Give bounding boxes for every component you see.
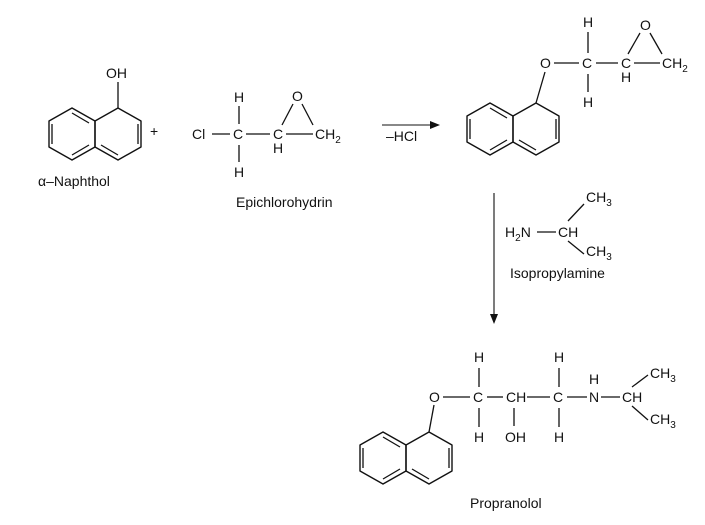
epi-c1-atom: C (233, 126, 243, 142)
naphthol-name: α–Naphthol (38, 173, 110, 189)
intermediate-ring-right (512, 102, 560, 156)
propranolol-c3-h-bottom: H (554, 429, 564, 445)
intermediate-c1-h-bottom: H (583, 94, 593, 110)
propranolol-ether-o: O (429, 389, 440, 405)
isopropylamine-h2n-group: H2N (505, 224, 531, 244)
epichlorohydrin-structure: Cl C H H C H O CH2 (192, 88, 341, 180)
epi-epoxide-o: O (292, 88, 303, 104)
propranolol-ring-right (405, 431, 453, 485)
step1-condition: –HCl (386, 128, 417, 144)
propranolol-c3-h-top: H (554, 349, 564, 365)
propranolol-oh-group: OH (505, 429, 526, 445)
propranolol-n-atom: N (589, 389, 599, 405)
propranolol-c1-atom: C (473, 389, 483, 405)
isopropylamine-ch-group: CH (558, 224, 578, 240)
epichlorohydrin-name: Epichlorohydrin (236, 194, 333, 210)
propranolol-ch3-bottom: CH3 (650, 411, 676, 431)
intermediate-ether-o: O (540, 55, 551, 71)
naphthol-ring-right (94, 107, 142, 161)
intermediate-epoxide-o: O (640, 17, 651, 33)
epi-c1-h-bottom: H (234, 164, 244, 180)
intermediate-ring-left (466, 102, 514, 156)
epi-cl-atom: Cl (192, 126, 205, 142)
propranolol-ring-left (359, 431, 407, 485)
isopropylamine-ch3-top: CH3 (586, 189, 612, 209)
propranolol-c1-h-top: H (474, 349, 484, 365)
propranolol-nh-h: H (589, 371, 599, 387)
intermediate-c1-atom: C (582, 55, 592, 71)
epi-c2-h: H (273, 140, 283, 156)
isopropylamine-structure: H2N CH CH3 CH3 (505, 189, 612, 263)
isopropylamine-name: Isopropylamine (510, 265, 605, 281)
propranolol-name: Propranolol (470, 495, 542, 511)
intermediate-structure: O C H H C H O CH2 (466, 14, 688, 156)
propranolol-structure: O C H H CH OH C H H H N CH CH3 CH3 (359, 349, 676, 485)
naphthol-structure: OH (48, 65, 142, 161)
epi-ch2-group: CH2 (315, 126, 341, 146)
intermediate-c2-h: H (621, 69, 631, 85)
naphthol-oh-label: OH (106, 65, 127, 81)
intermediate-ch2-group: CH2 (662, 55, 688, 75)
intermediate-c1-h-top: H (583, 14, 593, 30)
propranolol-ch3-top: CH3 (650, 365, 676, 385)
step1-arrowhead (430, 121, 440, 129)
propranolol-c3-atom: C (553, 389, 563, 405)
epi-c1-h-top: H (234, 89, 244, 105)
propranolol-ch-atom: CH (506, 389, 526, 405)
naphthol-ring-left (48, 107, 96, 161)
propranolol-ch-isopropyl: CH (622, 389, 642, 405)
propranolol-c1-h-bottom: H (474, 429, 484, 445)
epi-c2-atom: C (273, 126, 283, 142)
intermediate-c2-atom: C (621, 55, 631, 71)
step2-arrowhead (490, 314, 498, 324)
isopropylamine-ch3-bottom: CH3 (586, 243, 612, 263)
plus-sign: + (150, 123, 158, 139)
